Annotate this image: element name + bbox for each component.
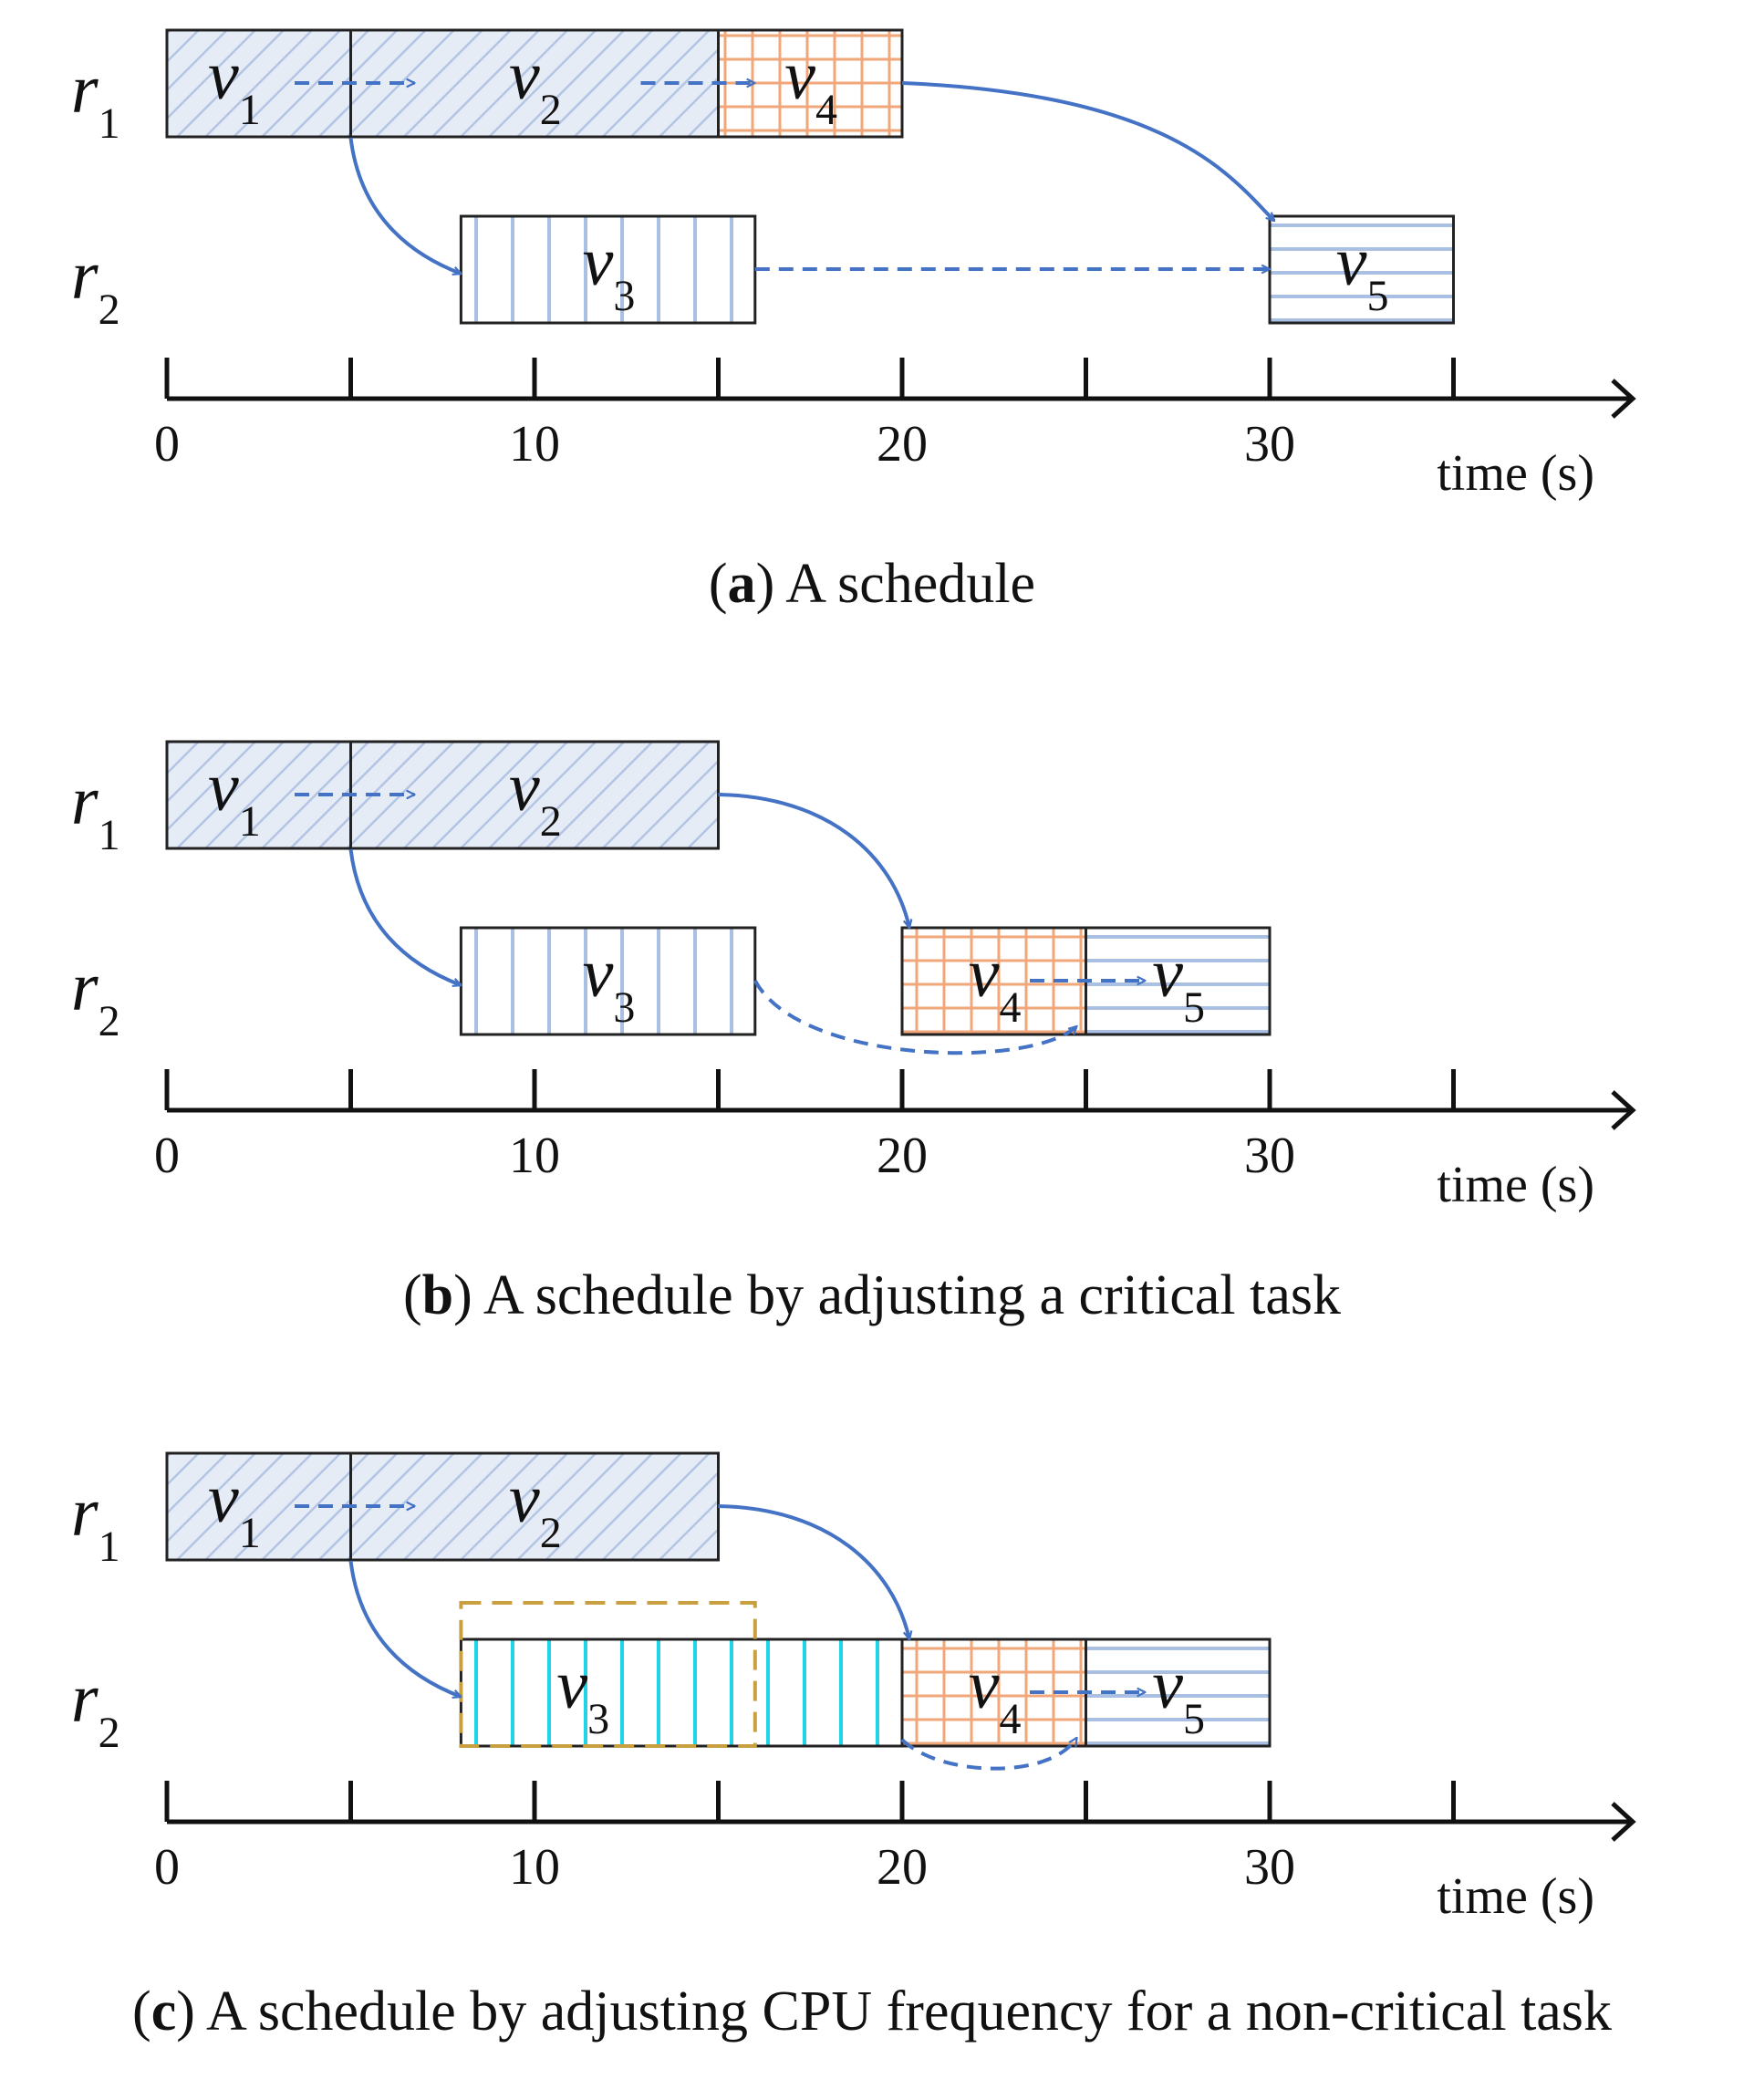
dependency-v1-v3 [348,137,462,274]
panel-a: r1 r2 v1 v2 v4 v3 v5 0 10 20 30 time (s) (a) A sched… [71,28,1636,615]
task-label-v1: v1 [208,37,261,134]
task-label-v4: v4 [969,935,1022,1032]
axis-tick-label: 10 [509,416,560,473]
task-label-v3: v3 [583,935,636,1032]
task-bar-v5 [1085,926,1272,1036]
task-label-v4: v4 [969,1647,1022,1743]
axis-tick-label: 20 [877,1839,928,1896]
axis-tick-label: 30 [1244,1839,1295,1896]
axis-tick-label: 30 [1244,1128,1295,1184]
row-label-r1: r1 [71,763,120,859]
task-label-v2: v2 [509,37,562,134]
task-label-v4: v4 [784,37,837,134]
row-label-r2: r2 [71,949,120,1045]
dependency-v3-v5 [753,980,1077,1055]
axis-tick-label: 10 [509,1128,560,1184]
panel-c: r1 r2 v1 v2 v3 v4 v5 0 10 20 30 time (s) (c) A sched… [71,1451,1636,2043]
dependency-v1-v3 [348,848,462,985]
panels-root: r1 r2 v1 v2 v4 v3 v5 0 10 20 30 time (s) (a) A sched… [71,28,1636,2043]
dependency-v2-v4 [718,793,910,928]
row-label-r2: r2 [71,237,120,334]
axis-title: time (s) [1437,1157,1594,1213]
axis-tick-label: 0 [154,1128,180,1184]
task-label-v5: v5 [1152,1647,1205,1743]
axis-tick-label: 30 [1244,416,1295,473]
task-label-v2: v2 [509,749,562,846]
row-label-r1: r1 [71,1474,120,1571]
dependency-v4-v5 [901,81,1274,221]
time-axis-arrowhead [1611,1802,1636,1842]
axis-tick-label: 0 [154,1839,180,1896]
task-bar-v5 [1268,214,1455,325]
axis-tick-label: 10 [509,1839,560,1896]
caption-b: (b) A schedule by adjusting a critical t… [403,1264,1341,1326]
time-axis-arrowhead [1611,1090,1636,1130]
caption-c: (c) A schedule by adjusting CPU frequenc… [132,1980,1612,2043]
task-bar-v5 [1085,1637,1272,1748]
task-bar-v3 [459,1637,904,1748]
task-label-v5: v5 [1336,224,1389,320]
row-label-r2: r2 [71,1660,120,1757]
axis-tick-label: 20 [877,416,928,473]
axis-title: time (s) [1437,445,1594,502]
task-label-v1: v1 [208,1461,261,1557]
task-label-v3: v3 [583,224,636,320]
dependency-v1-v3 [348,1560,462,1697]
axis-tick-label: 0 [154,416,180,473]
caption-a: (a) A schedule [709,553,1035,615]
task-label-v5: v5 [1152,935,1205,1032]
axis-tick-label: 20 [877,1128,928,1184]
axis-title: time (s) [1437,1868,1594,1925]
row-label-r1: r1 [71,51,120,148]
task-label-v3: v3 [556,1647,609,1743]
task-label-v2: v2 [509,1461,562,1557]
dependency-v2-v4 [718,1504,910,1639]
task-bar-v3 [459,926,757,1036]
time-axis-arrowhead [1611,379,1636,419]
dependency-v3-v5 [900,1738,1079,1771]
task-label-v1: v1 [208,749,261,846]
